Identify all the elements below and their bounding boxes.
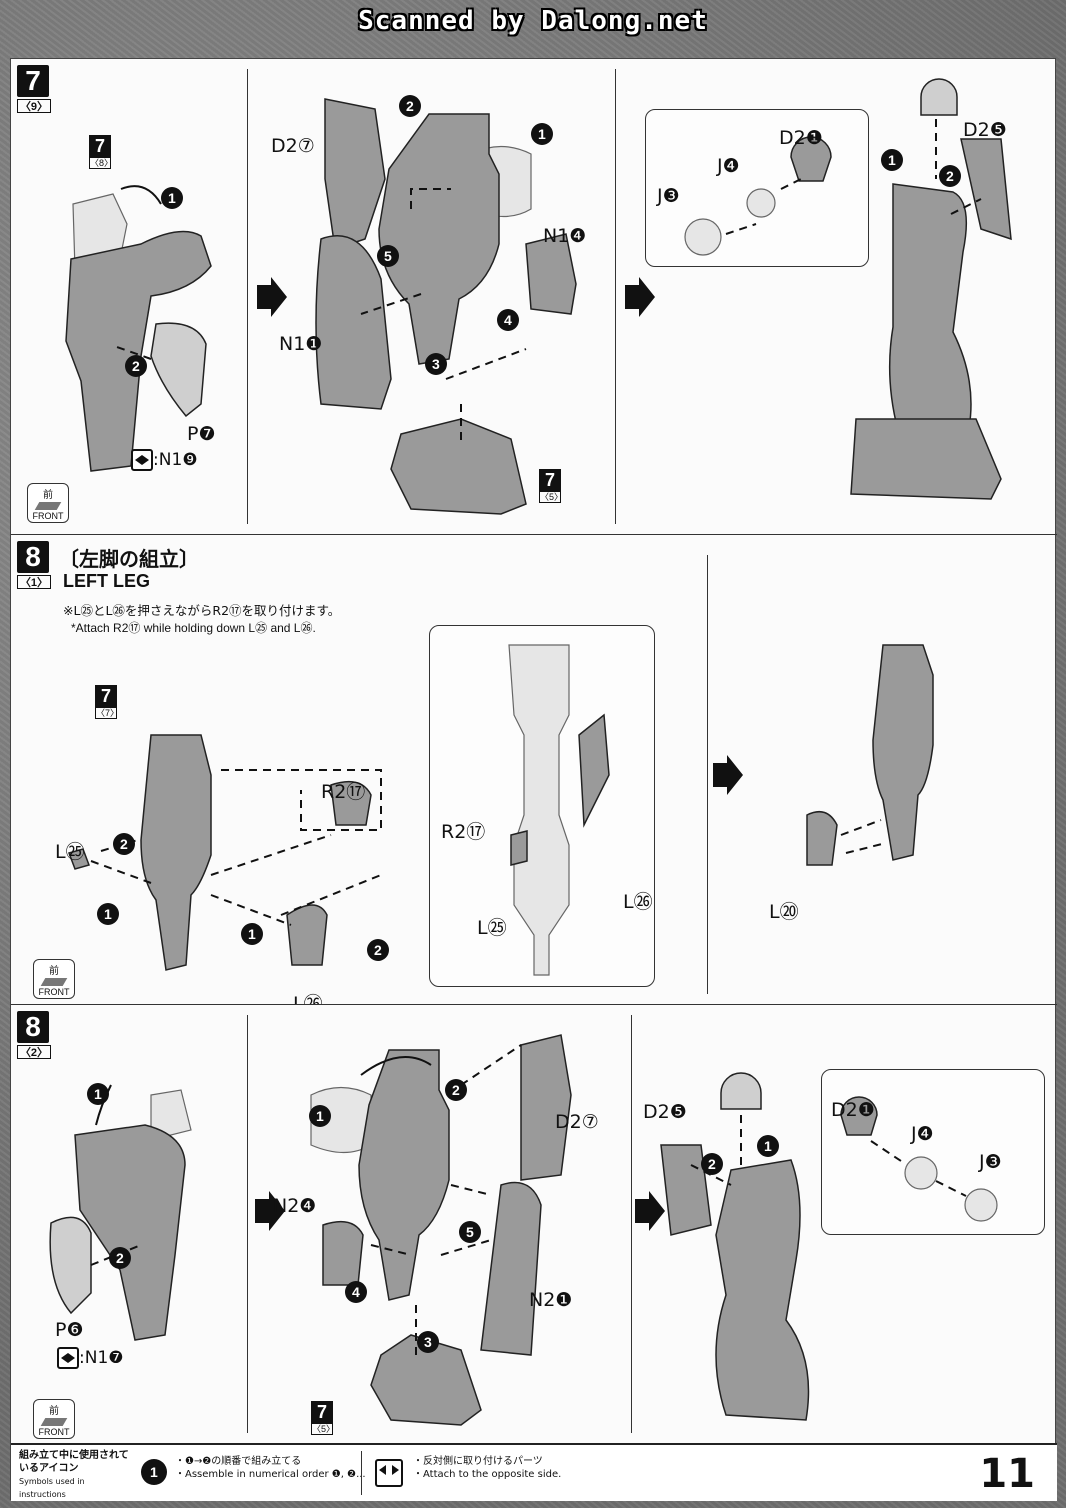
instruction-sheet: 7 〈9〉 7 〈8〉 1 2 P❼ :N1❾ 前 FRONT: [10, 58, 1057, 1501]
step-substep: 〈9〉: [17, 99, 51, 113]
part-label-d2-5: D2❺: [643, 1101, 687, 1123]
part-label-r2-17: R2⑰: [321, 781, 366, 803]
part-label-d2-1: D2❶: [831, 1099, 875, 1121]
part-label-l26-inset: L㉖: [623, 891, 653, 913]
reference-step-box: 7 〈5〉: [539, 469, 564, 503]
step-8-2-panel: 8 〈2〉 1 2 P❻ :N1❼ 前 FRONT: [11, 1005, 1057, 1445]
column-divider: [631, 1015, 632, 1433]
part-label-n2-4: N2❹: [273, 1195, 317, 1217]
reference-step-box: 7 〈8〉: [89, 135, 114, 169]
opposite-side-icon: [375, 1459, 403, 1487]
leg-assembly-illustration: [315, 98, 577, 515]
next-step-arrow-icon: [257, 277, 287, 317]
numbered-order-icon: 1: [135, 1453, 173, 1491]
opposite-side-note: :N1❾: [131, 449, 198, 471]
completed-leg-illustration: [660, 1072, 998, 1421]
inner-frame-illustration: [508, 644, 610, 976]
arm-assembly-illustration: [49, 1084, 192, 1341]
column-divider: [247, 69, 248, 524]
opposite-side-icon: [57, 1347, 79, 1369]
next-step-arrow-icon: [713, 755, 743, 795]
part-label-l25-inset: L㉕: [477, 917, 507, 939]
page-number: 11: [979, 1451, 1035, 1497]
step-number: 8: [17, 541, 49, 573]
completed-leg-illustration: [684, 78, 1012, 500]
legend-opposite-text: ・反対側に取り付けるパーツ ・Attach to the opposite si…: [413, 1456, 562, 1480]
next-step-arrow-icon: [625, 277, 655, 317]
step-substep: 〈2〉: [17, 1045, 51, 1059]
step-7-panel: 7 〈9〉 7 〈8〉 1 2 P❼ :N1❾ 前 FRONT: [11, 59, 1057, 535]
part-label-d2-1: D2❶: [779, 127, 823, 149]
part-label-l25: L㉕: [55, 841, 85, 863]
reference-step-box: 7 〈5〉: [311, 1401, 336, 1435]
reference-step-box: 7 〈7〉: [95, 685, 120, 719]
column-divider: [247, 1015, 248, 1433]
next-step-arrow-icon: [635, 1191, 665, 1231]
column-divider: [615, 69, 616, 524]
part-label-r2-17-inset: R2⑰: [441, 821, 486, 843]
front-arrow-icon: [40, 1418, 68, 1426]
opposite-side-legend-icon: [375, 1459, 403, 1487]
front-direction-badge: 前 FRONT: [27, 483, 69, 523]
part-label-n1-1: N1❶: [279, 333, 323, 355]
step-number: 8: [17, 1011, 49, 1043]
assembly-note-en: *Attach R2⑰ while holding down L㉕ and L㉖…: [71, 621, 316, 635]
arm-assembly-illustration: [65, 185, 212, 472]
part-label-j4: J❹: [911, 1123, 934, 1145]
part-label-l26: L㉖: [293, 993, 323, 1005]
part-label-p6: P❻: [55, 1319, 84, 1341]
step-number: 7: [17, 65, 49, 97]
legend-divider: [361, 1451, 362, 1495]
part-label-n2-1: N2❶: [529, 1289, 573, 1311]
front-arrow-icon: [40, 978, 68, 986]
part-label-p7: P❼: [187, 423, 216, 445]
part-label-j3: J❸: [979, 1151, 1002, 1173]
next-step-arrow-icon: [255, 1191, 285, 1231]
column-divider: [707, 555, 708, 994]
front-direction-badge: 前 FRONT: [33, 1399, 75, 1439]
left-leg-result-illustration: [806, 644, 934, 866]
opposite-side-icon: [131, 449, 153, 471]
legend-order-text: ・❶→❷の順番で組み立てる ・Assemble in numerical ord…: [175, 1456, 366, 1480]
part-label-d2-7: D2⑦: [271, 135, 315, 157]
part-label-d2-7: D2⑦: [555, 1111, 599, 1133]
opposite-side-note: :N1❼: [57, 1347, 124, 1369]
front-arrow-icon: [34, 502, 62, 510]
joint-detail-inset: [645, 109, 869, 267]
section-title-jp: 〔左脚の組立〕: [59, 547, 199, 571]
step-8-1-panel: 8 〈1〉 〔左脚の組立〕 LEFT LEG ※L㉕とL㉖を押さえながらR2⑰を…: [11, 535, 1057, 1005]
assembly-note-jp: ※L㉕とL㉖を押さえながらR2⑰を取り付けます。: [63, 603, 341, 618]
part-label-d2-5: D2❺: [963, 119, 1007, 141]
scan-watermark: Scanned by Dalong.net: [358, 6, 708, 36]
leg-assembly-illustration: [310, 1034, 572, 1426]
part-label-j4: J❹: [717, 155, 740, 177]
part-label-l20: L⑳: [769, 901, 799, 923]
legend-heading: 組み立て中に使用されているアイコン Symbols used in instru…: [19, 1450, 129, 1499]
part-label-n1-4: N1❹: [543, 225, 587, 247]
front-direction-badge: 前 FRONT: [33, 959, 75, 999]
symbol-legend-footer: 組み立て中に使用されているアイコン Symbols used in instru…: [11, 1445, 1057, 1501]
left-leg-assembly-illustration: [68, 734, 382, 971]
section-title-en: LEFT LEG: [63, 571, 150, 591]
step-substep: 〈1〉: [17, 575, 51, 589]
part-label-j3: J❸: [657, 185, 680, 207]
